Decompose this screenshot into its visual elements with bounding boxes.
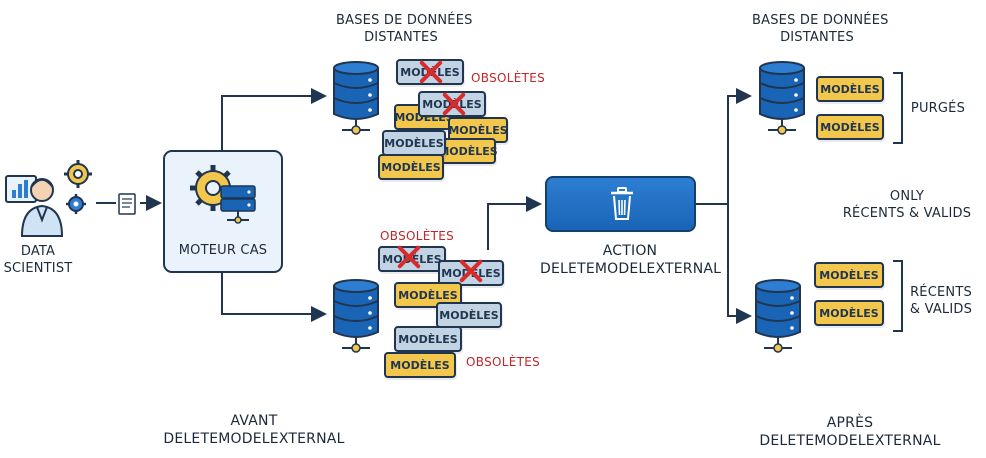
delete-x-icon — [458, 258, 484, 284]
purged-label: PURGÉS — [910, 101, 966, 116]
only-line1: ONLY — [889, 189, 925, 204]
cas-engine-label: MOTEUR CAS — [178, 243, 268, 258]
delete-model-external-action-button[interactable] — [545, 176, 696, 232]
after-line1: APRÈS — [826, 415, 874, 431]
remote-db-after-line2: DISTANTES — [780, 30, 854, 45]
arrow-engine-to-db-bottom — [221, 273, 327, 322]
remote-db-after-title: BASES DE DONNÉES DISTANTES — [752, 12, 889, 46]
arrow-action-to-db-after-top — [696, 88, 752, 205]
before-caption: AVANT DELETEMODELEXTERNAL — [156, 412, 352, 448]
delete-x-icon — [418, 59, 444, 85]
model-card: MODÈLES — [394, 326, 462, 352]
remote-db-top-line2: DISTANTES — [364, 30, 438, 45]
arrow-engine-to-db-top — [221, 88, 327, 150]
model-card: MODÈLES — [814, 262, 884, 288]
model-card: MODÈLES — [436, 302, 502, 328]
trash-icon — [611, 187, 633, 220]
bracket — [893, 72, 903, 144]
recent-line2: & VALIDS — [909, 302, 973, 317]
after-line2: DELETEMODELEXTERNAL — [759, 433, 941, 449]
before-line2: DELETEMODELEXTERNAL — [163, 431, 345, 447]
delete-x-icon — [441, 91, 467, 117]
database-icon — [333, 279, 379, 353]
arrow-action-to-db-after-bottom — [727, 204, 752, 324]
obsolete-label-mid: OBSOLÈTES — [380, 229, 455, 243]
arrow-models-to-action — [487, 196, 542, 250]
delete-x-icon — [396, 244, 422, 270]
obsolete-label-top: OBSOLÈTES — [471, 71, 546, 85]
data-scientist-label: DATA SCIENTIST — [0, 243, 76, 277]
model-card: MODÈLES — [438, 138, 498, 164]
model-card: MODÈLES — [378, 154, 444, 180]
model-card: MODÈLES — [816, 114, 884, 140]
only-caption: ONLY RÉCENTS & VALIDS — [830, 188, 984, 222]
data-scientist-line1: DATA — [20, 244, 56, 259]
gear-server-icon — [190, 165, 256, 224]
recent-line1: RÉCENTS — [910, 285, 972, 300]
data-scientist-line2: SCIENTIST — [3, 261, 73, 276]
action-caption: ACTION DELETEMODELEXTERNAL — [540, 242, 722, 278]
data-scientist-icon — [5, 160, 92, 237]
database-icon — [755, 279, 801, 353]
remote-db-after-line1: BASES DE DONNÉES — [752, 13, 889, 28]
before-line1: AVANT — [230, 413, 278, 429]
database-icon — [759, 61, 805, 135]
model-card: MODÈLES — [382, 130, 446, 156]
document-icon — [118, 193, 136, 215]
model-card: MODÈLES — [816, 76, 884, 102]
bracket — [893, 260, 903, 332]
action-line1: ACTION — [602, 243, 658, 259]
recent-valid-label: RÉCENTS & VALIDS — [904, 284, 978, 318]
model-card: MODÈLES — [384, 352, 456, 378]
remote-db-top-title: BASES DE DONNÉES DISTANTES — [336, 12, 473, 46]
cas-engine-panel: MOTEUR CAS — [163, 150, 283, 273]
obsolete-label-bottom: OBSOLÈTES — [466, 355, 541, 369]
action-line2: DELETEMODELEXTERNAL — [540, 261, 722, 277]
model-card: MODÈLES — [814, 300, 884, 326]
only-line2: RÉCENTS & VALIDS — [842, 206, 972, 221]
after-caption: APRÈS DELETEMODELEXTERNAL — [748, 414, 952, 450]
database-icon — [333, 61, 379, 135]
remote-db-top-line1: BASES DE DONNÉES — [336, 13, 473, 28]
